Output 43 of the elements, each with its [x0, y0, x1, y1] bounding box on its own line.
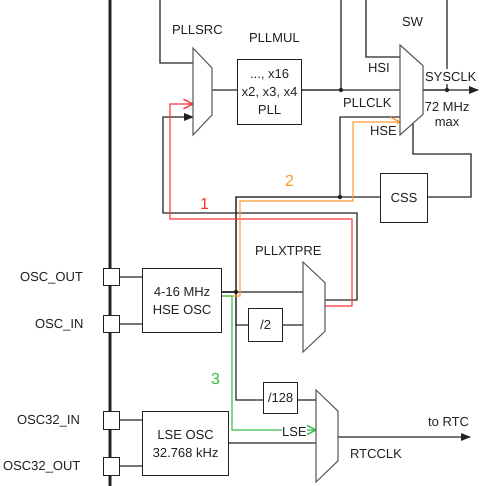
block-title: PLLSRC — [172, 22, 223, 37]
connector-line — [212, 89, 237, 91]
block-title: PLLXTPRE — [255, 243, 322, 258]
connector-line — [298, 399, 316, 401]
pin-label: OSC_OUT — [20, 269, 83, 284]
arrow — [222, 295, 317, 436]
block-title: PLLMUL — [249, 30, 300, 45]
connector-line — [159, 0, 193, 64]
block-label: LSE OSC 32.768 kHz — [152, 426, 220, 462]
pin-label: OSC_IN — [35, 316, 84, 331]
arrow — [338, 433, 471, 441]
block-label: ..., x16 x2, x3, x4 PLL — [240, 65, 298, 119]
connector-line — [120, 276, 142, 278]
edge-label: 3 — [211, 372, 220, 387]
edge-label: LSE — [282, 424, 307, 439]
edge-label: to RTC — [428, 414, 469, 429]
block-label: 4-16 MHz HSE OSC — [152, 282, 212, 318]
block-label: /128 — [266, 389, 294, 407]
connector-line — [412, 123, 472, 198]
edge-label: PLLCLK — [343, 95, 392, 110]
edge-label: SYSCLK — [425, 69, 476, 84]
connector-line — [229, 442, 316, 444]
connector-line — [365, 0, 400, 58]
connector-line — [302, 0, 342, 91]
block-title: SW — [402, 14, 423, 29]
pin-label: OSC32_OUT — [3, 458, 80, 473]
connector-line — [120, 323, 142, 325]
arrow — [169, 98, 353, 307]
edge-label: HSI — [368, 60, 390, 75]
edge-label: HSE — [370, 123, 397, 138]
pin-label: OSC32_IN — [17, 412, 80, 427]
arrow — [162, 113, 358, 301]
connector-line — [120, 465, 142, 467]
note-label: 72 MHz max — [424, 99, 470, 129]
connector-line — [423, 0, 448, 91]
connector-line — [120, 419, 142, 421]
edge-label: 1 — [200, 197, 209, 212]
connector-line — [222, 291, 263, 401]
edge-label: 2 — [285, 174, 294, 189]
block-label: CSS — [390, 189, 418, 207]
note-label: RTCCLK — [350, 446, 402, 461]
block-label: /2 — [259, 316, 272, 334]
connector-line — [283, 324, 303, 326]
